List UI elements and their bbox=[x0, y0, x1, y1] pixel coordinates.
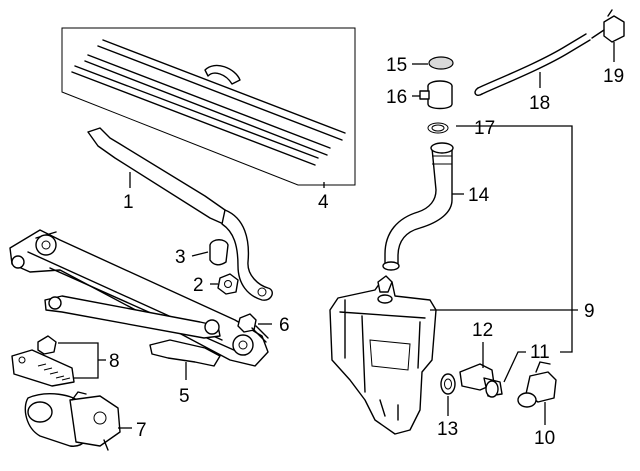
callout-19: 19 bbox=[603, 66, 624, 87]
callout-4: 4 bbox=[318, 192, 329, 213]
blade-upper-rail bbox=[97, 39, 346, 141]
linkage-pivot-right bbox=[232, 334, 254, 356]
callout-6: 6 bbox=[279, 315, 290, 336]
linkage-crank bbox=[149, 339, 221, 367]
linkage-pivot-left-hole bbox=[41, 240, 51, 250]
bolt bbox=[237, 313, 269, 343]
washer-reservoir bbox=[329, 275, 437, 435]
filler-tube bbox=[382, 142, 454, 271]
motor-tabs bbox=[71, 391, 109, 451]
reservoir-top-tab bbox=[377, 275, 393, 293]
filler-tube-top bbox=[430, 142, 454, 154]
reservoir-cap bbox=[428, 56, 454, 70]
bracket-grooves bbox=[37, 363, 71, 381]
wiper-arm bbox=[87, 127, 273, 301]
reservoir-ribs bbox=[339, 299, 426, 393]
washer-hose-end bbox=[474, 87, 483, 97]
wiper-linkage bbox=[9, 229, 269, 367]
blade-middle-rail bbox=[84, 54, 331, 156]
wiper-arm-shaft bbox=[87, 127, 233, 227]
leader-3 bbox=[191, 251, 209, 257]
reservoir-filler-neck bbox=[377, 294, 393, 304]
callout-2: 2 bbox=[193, 275, 204, 296]
motor-shaft bbox=[93, 411, 107, 425]
washer-hose bbox=[477, 33, 591, 95]
filler-tube-bottom bbox=[382, 261, 400, 271]
leader-11 bbox=[503, 351, 526, 383]
linkage-pivot-left bbox=[35, 234, 57, 256]
linkage-joint bbox=[204, 319, 220, 335]
reservoir-bottom-detail bbox=[379, 399, 399, 421]
strainer-body bbox=[427, 86, 453, 110]
level-sensor-plug bbox=[517, 392, 537, 408]
linkage-ball bbox=[48, 296, 62, 310]
pivot-nut bbox=[217, 273, 239, 295]
leader-lines bbox=[58, 42, 615, 429]
strainer bbox=[419, 80, 453, 110]
callout-17: 17 bbox=[474, 118, 495, 139]
strainer-tab bbox=[419, 90, 430, 100]
washer-nozzle-tip bbox=[591, 9, 613, 39]
pivot-cap bbox=[209, 239, 229, 266]
linkage-lower-arm bbox=[44, 295, 221, 339]
filler-tube-rings bbox=[432, 155, 452, 165]
blade-box-outline bbox=[61, 27, 356, 186]
o-ring-inner bbox=[431, 124, 445, 132]
callout-7: 7 bbox=[136, 420, 147, 441]
blade-lower-rail bbox=[71, 65, 319, 166]
grommet bbox=[440, 373, 456, 395]
callout-8: 8 bbox=[109, 351, 120, 372]
linkage-pivot-right-hole bbox=[238, 340, 248, 350]
callout-3: 3 bbox=[175, 247, 186, 268]
leader-17-11 bbox=[456, 125, 573, 353]
wiper-arm-head bbox=[221, 209, 273, 301]
motor-endcap bbox=[27, 401, 53, 423]
callout-12: 12 bbox=[472, 320, 493, 341]
callout-1: 1 bbox=[123, 192, 134, 213]
wiper-motor bbox=[24, 391, 121, 451]
linkage-mount-left bbox=[11, 255, 25, 269]
blade-connector bbox=[204, 64, 241, 85]
callout-18: 18 bbox=[529, 93, 550, 114]
level-sensor bbox=[517, 361, 557, 408]
callout-16: 16 bbox=[386, 87, 407, 108]
callout-14: 14 bbox=[468, 185, 490, 206]
bolt-thread bbox=[251, 325, 269, 343]
filler-tube-body bbox=[384, 147, 453, 267]
bracket-bushing bbox=[11, 349, 75, 387]
pump-connector bbox=[485, 380, 499, 398]
wiper-arm-pivot bbox=[257, 287, 267, 297]
o-ring bbox=[427, 122, 449, 134]
callouts: 1 2 3 4 5 6 7 8 9 10 11 12 13 14 15 16 1… bbox=[109, 55, 624, 449]
washer-nozzle bbox=[603, 15, 625, 43]
bracket-hole bbox=[18, 356, 26, 364]
callout-9: 9 bbox=[584, 301, 595, 322]
callout-13: 13 bbox=[437, 419, 458, 440]
callout-15: 15 bbox=[386, 55, 407, 76]
reservoir-panel bbox=[369, 339, 411, 371]
grommet-inner bbox=[444, 378, 452, 390]
bracket-parts bbox=[11, 335, 75, 387]
pivot-nut-hole bbox=[224, 280, 232, 288]
wiper-blade-group bbox=[61, 27, 356, 186]
level-sensor-clip bbox=[535, 361, 551, 373]
washer-pump bbox=[459, 363, 503, 398]
callout-5: 5 bbox=[179, 386, 190, 407]
callout-11: 11 bbox=[530, 342, 550, 363]
bracket-nut bbox=[37, 335, 57, 355]
callout-10: 10 bbox=[534, 428, 555, 449]
